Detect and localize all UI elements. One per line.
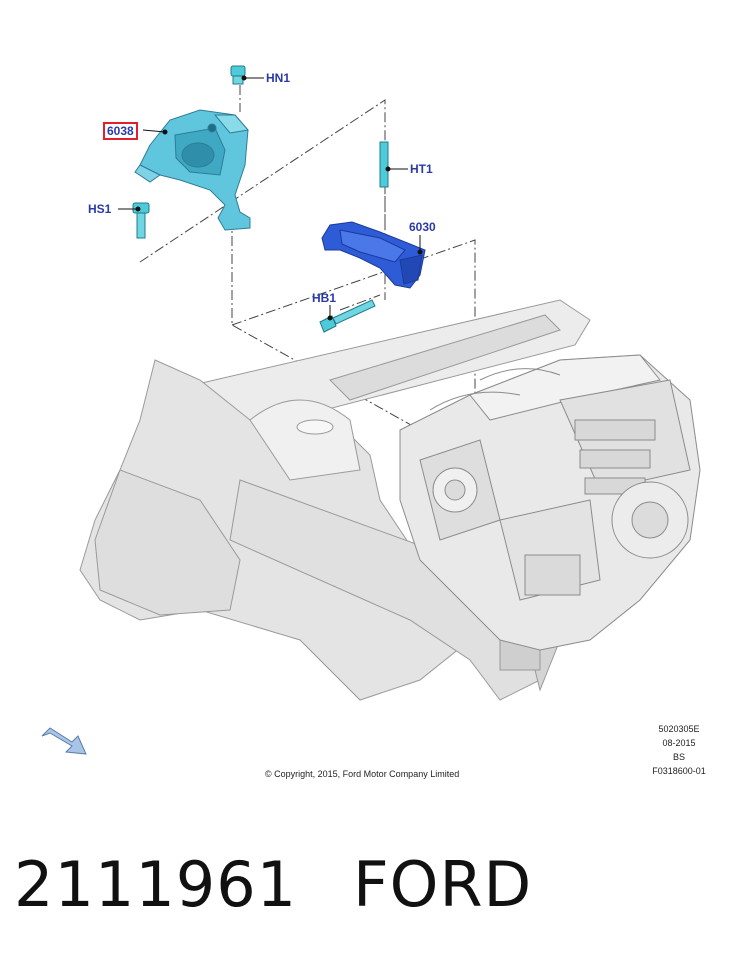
engine-assembly	[399, 354, 701, 651]
callout-hs1: HS1	[88, 202, 112, 216]
callout-leaders	[118, 75, 423, 321]
direction-arrow-icon	[41, 727, 87, 755]
callout-6038: 6038	[103, 122, 138, 140]
diagram-code-line2: 08-2015	[662, 738, 696, 748]
stud-ht1	[379, 141, 389, 188]
bolt-hb1	[319, 299, 376, 333]
diagram-code-line4: F0318600-01	[652, 766, 706, 776]
part-number-caption: 2111961	[14, 848, 298, 921]
diagram-code-block: 5020305E 08-2015 BS F0318600-01	[640, 722, 718, 778]
brand-caption: FORD	[353, 848, 533, 921]
diagram-code-line3: BS	[672, 752, 685, 762]
copyright-notice: © Copyright, 2015, Ford Motor Company Li…	[265, 769, 460, 779]
callout-6030: 6030	[409, 220, 436, 234]
bolt-hs1	[132, 202, 150, 239]
diagram-code-line1: 5020305E	[658, 724, 700, 734]
engine-mount-6038	[134, 109, 251, 231]
bracket-6030	[321, 221, 426, 289]
callout-ht1: HT1	[410, 162, 433, 176]
body-structure	[79, 299, 591, 701]
bolt-hn1	[230, 65, 246, 85]
callout-hb1: HB1	[312, 291, 337, 305]
callout-hn1: HN1	[266, 71, 291, 85]
